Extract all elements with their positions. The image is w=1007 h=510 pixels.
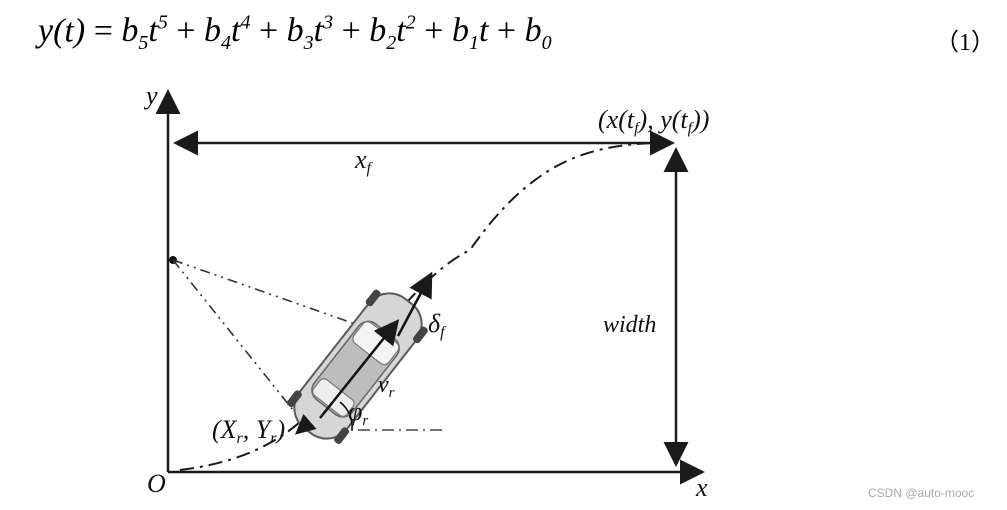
- steering-angle-label: δf: [428, 309, 447, 341]
- watermark-text: CSDN @auto-mooc: [868, 486, 975, 500]
- eq-plus: +: [341, 12, 361, 50]
- heading-angle-arc: [339, 401, 353, 431]
- eq-term: b4t4: [204, 12, 251, 55]
- end-point-label: (x(tf), y(tf)): [598, 105, 709, 137]
- x-axis-label: x: [695, 473, 708, 500]
- eq-plus: +: [258, 12, 279, 50]
- eq-plus: +: [496, 12, 517, 50]
- rear-point-pointer: [294, 413, 317, 435]
- eq-plus: +: [176, 12, 196, 50]
- vehicle-trajectory-diagram: y x O xf (x(tf), y(tf)) width δf vr φr (…: [143, 81, 709, 500]
- eq-term: b5t5: [121, 12, 168, 55]
- xf-label: xf: [354, 145, 374, 177]
- eq-term: b0: [524, 12, 552, 55]
- heading-angle-label: φr: [348, 397, 368, 429]
- eq-term: b1t: [451, 12, 489, 55]
- steering-arrow: [396, 271, 433, 337]
- velocity-label: vr: [378, 372, 395, 401]
- eq-term: b3t3: [286, 12, 334, 55]
- velocity-arrow: [319, 319, 400, 419]
- eq-term: b2t2: [369, 12, 416, 55]
- equation-number: （1）: [935, 30, 995, 56]
- rear-axle-point-label: (Xr, Yr): [212, 415, 285, 447]
- eq-equals: =: [93, 12, 113, 50]
- eq-plus: +: [424, 12, 444, 50]
- eq-lhs: y(t): [38, 12, 86, 50]
- y-axis-label: y: [143, 81, 158, 110]
- width-label: width: [603, 312, 656, 338]
- rear-radius-line: [172, 259, 306, 426]
- trajectory-equation: y(t) = b5t5 + b4t4 + b3t3 + b2t2 + b1t +…: [38, 12, 658, 72]
- origin-label: O: [147, 469, 166, 498]
